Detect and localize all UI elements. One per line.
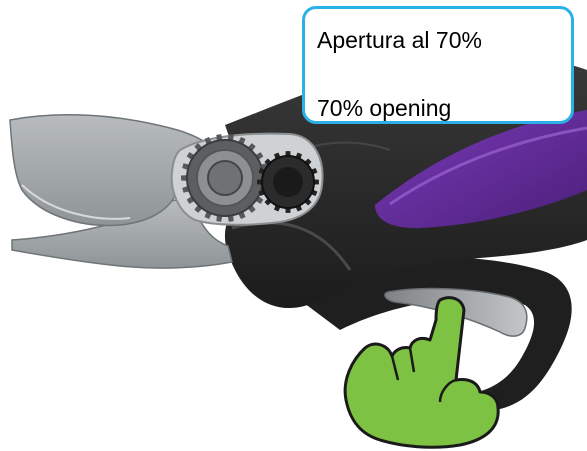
callout-text-italian: Apertura al 70% [317, 27, 482, 54]
gear-icon [257, 151, 319, 213]
opening-callout: Apertura al 70% 70% opening [302, 6, 574, 124]
callout-text-english: 70% opening [317, 95, 451, 122]
